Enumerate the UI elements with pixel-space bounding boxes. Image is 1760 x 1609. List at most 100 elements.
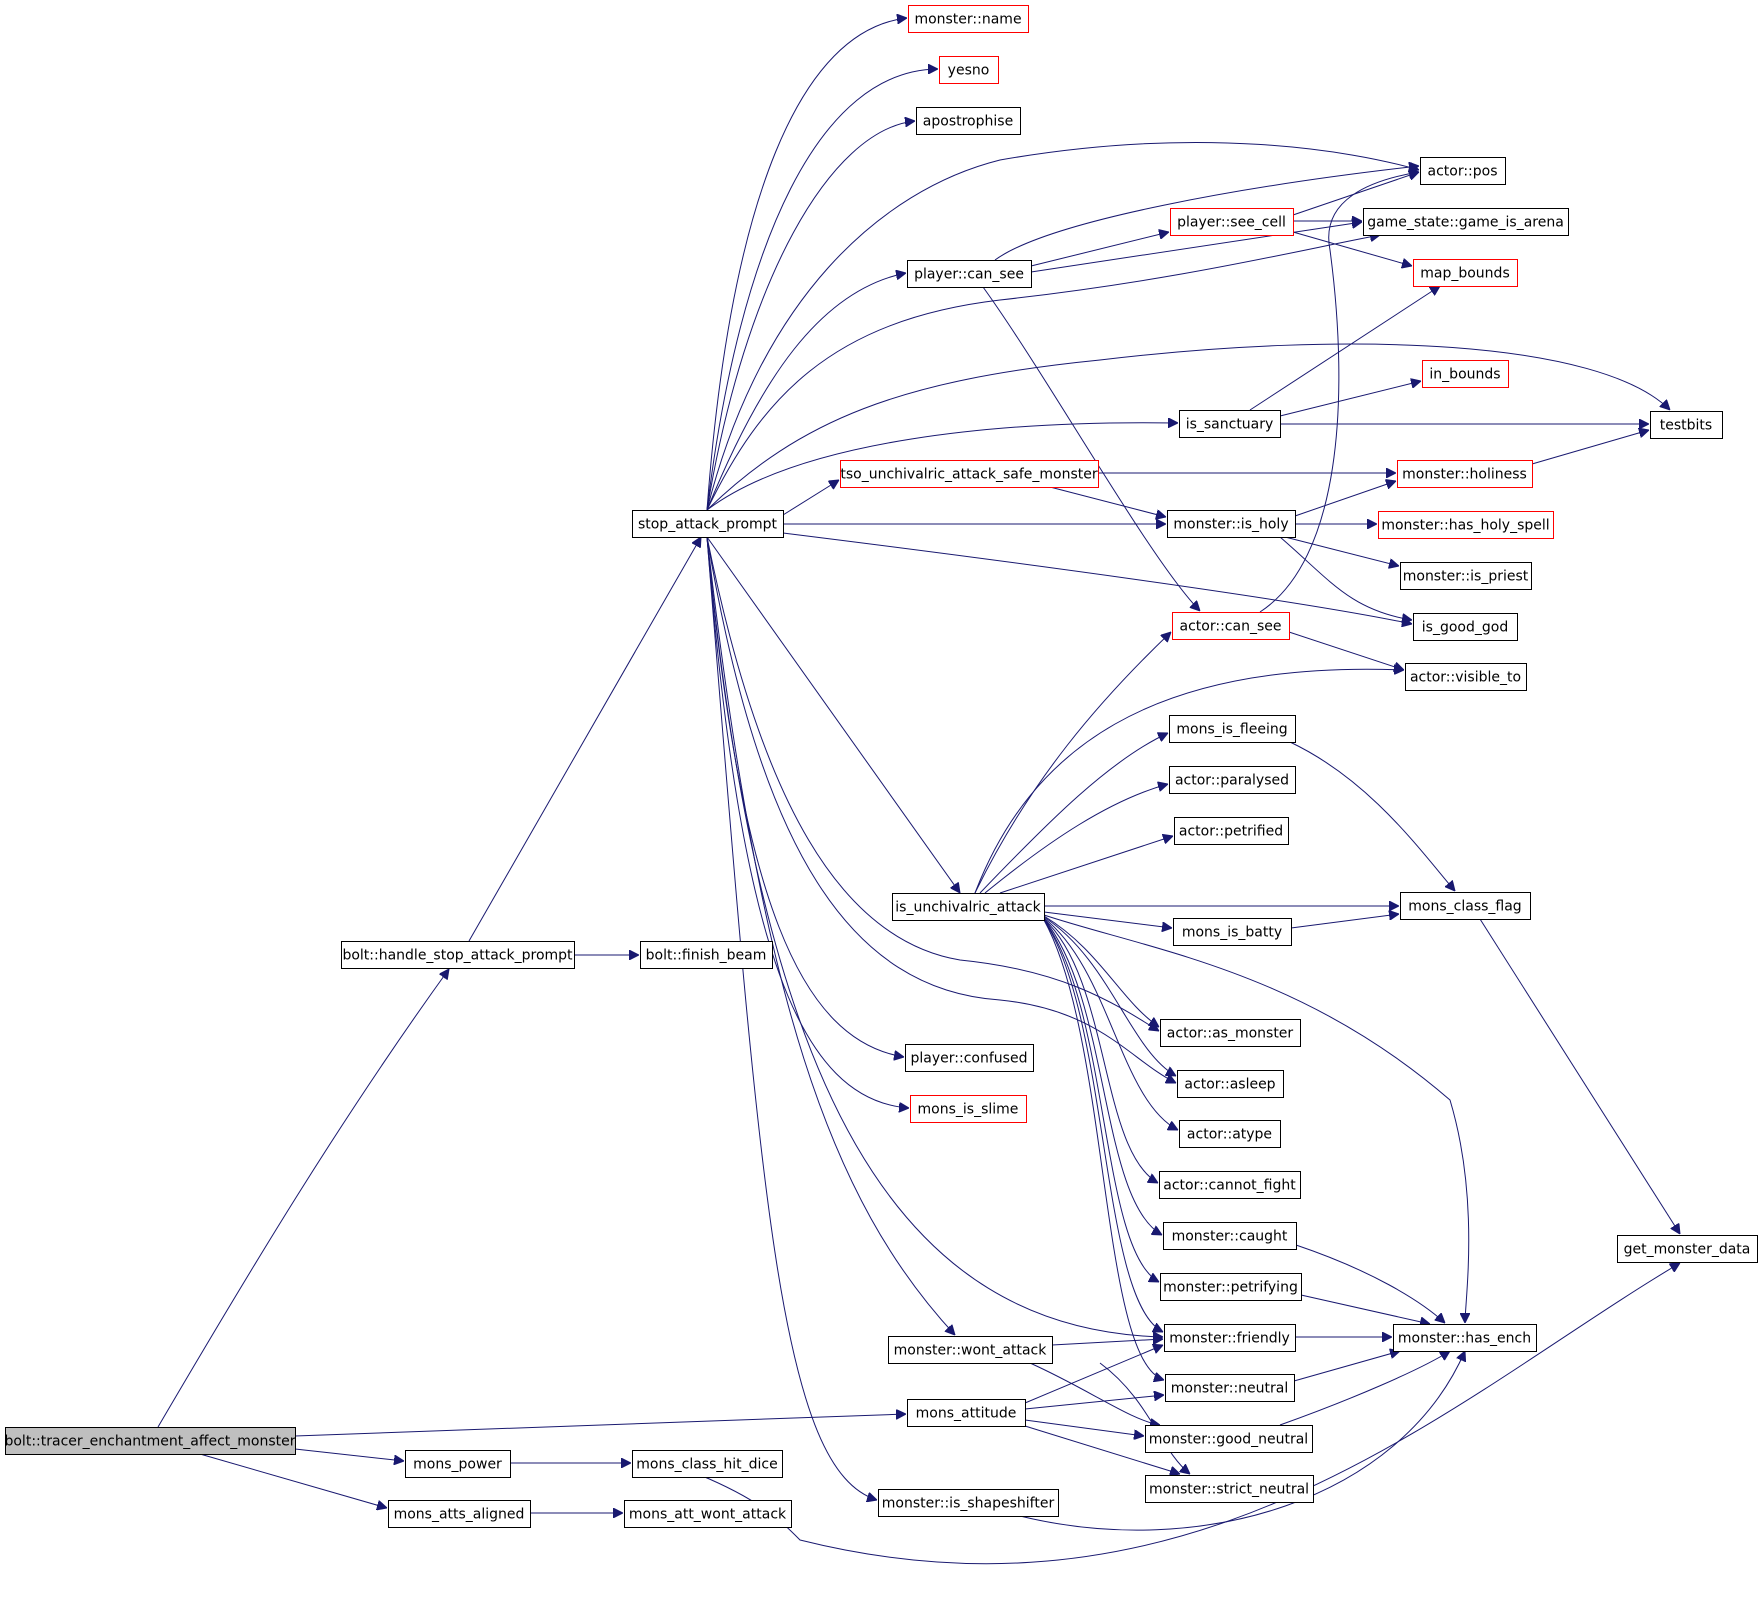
edge-sap-mslime xyxy=(706,536,909,1108)
node-label: bolt::finish_beam xyxy=(646,948,767,964)
node-label: game_state::game_is_arena xyxy=(1367,215,1564,231)
edge-matt-mneutral xyxy=(1024,1395,1164,1410)
node-mcf[interactable]: mons_class_flag xyxy=(1400,892,1531,920)
node-mholi[interactable]: monster::holiness xyxy=(1397,460,1533,488)
node-box xyxy=(1397,460,1533,488)
node-box xyxy=(1174,817,1289,845)
node-box xyxy=(1160,1019,1301,1047)
node-matt[interactable]: mons_attitude xyxy=(907,1399,1026,1427)
node-box xyxy=(1169,715,1296,743)
node-apet[interactable]: actor::petrified xyxy=(1174,817,1289,845)
node-gmd[interactable]: get_monster_data xyxy=(1617,1235,1758,1263)
edge-iua-asleep xyxy=(1043,916,1176,1076)
node-mhhs[interactable]: monster::has_holy_spell xyxy=(1378,511,1554,539)
node-label: actor::pos xyxy=(1427,164,1497,180)
edge-iua-mneutral xyxy=(1043,919,1164,1380)
node-gsarena[interactable]: game_state::game_is_arena xyxy=(1363,208,1569,236)
edge-iua-mflee xyxy=(979,733,1168,894)
node-mcaught[interactable]: monster::caught xyxy=(1163,1222,1297,1250)
node-mneutral[interactable]: monster::neutral xyxy=(1165,1374,1295,1402)
node-hsap[interactable]: bolt::handle_stop_attack_prompt xyxy=(341,941,575,969)
node-pseecell[interactable]: player::see_cell xyxy=(1170,208,1294,236)
node-mpow[interactable]: mons_power xyxy=(405,1450,511,1478)
node-fbeam[interactable]: bolt::finish_beam xyxy=(640,941,773,969)
node-label: monster::strict_neutral xyxy=(1149,1482,1309,1498)
node-mawa[interactable]: mons_att_wont_attack xyxy=(624,1500,792,1528)
node-mwont[interactable]: monster::wont_attack xyxy=(888,1336,1053,1364)
node-box xyxy=(5,1427,296,1455)
node-maa[interactable]: mons_atts_aligned xyxy=(388,1500,531,1528)
node-label: mons_att_wont_attack xyxy=(629,1507,787,1523)
node-apara[interactable]: actor::paralysed xyxy=(1169,766,1296,794)
edge-tso-misholy xyxy=(1049,486,1166,517)
node-mbatty[interactable]: mons_is_batty xyxy=(1173,918,1292,946)
node-box xyxy=(1145,1425,1313,1453)
node-mshape[interactable]: monster::is_shapeshifter xyxy=(878,1489,1059,1517)
node-igg[interactable]: is_good_god xyxy=(1413,613,1518,641)
node-box xyxy=(632,1450,783,1478)
node-box xyxy=(388,1500,531,1528)
edge-acansee-apos2 xyxy=(1259,172,1419,613)
node-asleep[interactable]: actor::asleep xyxy=(1177,1070,1284,1098)
node-box xyxy=(1400,892,1531,920)
node-acansee[interactable]: actor::can_see xyxy=(1172,612,1290,640)
node-mgood[interactable]: monster::good_neutral xyxy=(1145,1425,1313,1453)
node-inb[interactable]: in_bounds xyxy=(1422,360,1509,388)
node-pcansee[interactable]: player::can_see xyxy=(907,260,1032,288)
node-misholy[interactable]: monster::is_holy xyxy=(1167,510,1296,538)
node-label: monster::holiness xyxy=(1402,467,1527,483)
node-mname[interactable]: monster::name xyxy=(908,5,1029,33)
node-issanc[interactable]: is_sanctuary xyxy=(1179,410,1281,438)
node-root[interactable]: bolt::tracer_enchantment_affect_monster xyxy=(4,1427,296,1455)
node-mpetrif[interactable]: monster::petrifying xyxy=(1160,1273,1302,1301)
edge-misholy-mispr xyxy=(1284,536,1399,566)
node-mapb[interactable]: map_bounds xyxy=(1413,259,1518,287)
node-label: mons_attitude xyxy=(916,1406,1017,1422)
edge-mwont-mgood xyxy=(1029,1362,1160,1425)
node-box xyxy=(1173,918,1292,946)
node-tso[interactable]: tso_unchivalric_attack_safe_monster xyxy=(840,460,1099,488)
edge-sap-aasmon xyxy=(706,536,1159,1031)
node-label: player::see_cell xyxy=(1177,215,1286,231)
node-acfight[interactable]: actor::cannot_fight xyxy=(1159,1171,1301,1199)
node-label: monster::has_ench xyxy=(1398,1331,1531,1347)
node-mflee[interactable]: mons_is_fleeing xyxy=(1169,715,1296,743)
edge-iua-mfriend xyxy=(1043,919,1163,1332)
node-mfriend[interactable]: monster::friendly xyxy=(1164,1324,1296,1352)
node-label: monster::petrifying xyxy=(1163,1280,1298,1296)
node-avis[interactable]: actor::visible_to xyxy=(1405,663,1527,691)
node-yesno[interactable]: yesno xyxy=(939,56,999,84)
edge-sap-issanc xyxy=(706,423,1178,511)
node-label: player::can_see xyxy=(914,267,1024,283)
node-pconf[interactable]: player::confused xyxy=(905,1044,1034,1072)
node-box xyxy=(1160,1273,1302,1301)
node-box xyxy=(1179,410,1281,438)
edge-sap-apos xyxy=(706,121,915,511)
node-box xyxy=(1405,663,1527,691)
edge-sap-yesno xyxy=(706,69,938,511)
edge-root-maa xyxy=(199,1453,387,1508)
node-mstrict[interactable]: monster::strict_neutral xyxy=(1145,1475,1314,1503)
node-apos[interactable]: apostrophise xyxy=(916,107,1021,135)
node-box xyxy=(908,5,1029,33)
node-aasmon[interactable]: actor::as_monster xyxy=(1160,1019,1301,1047)
node-sap[interactable]: stop_attack_prompt xyxy=(632,510,784,538)
node-atype[interactable]: actor::atype xyxy=(1179,1120,1281,1148)
edge-pcansee-apos2 xyxy=(994,166,1419,261)
node-box xyxy=(624,1500,792,1528)
node-testbits[interactable]: testbits xyxy=(1650,411,1723,439)
node-box xyxy=(1400,562,1532,590)
node-box xyxy=(1413,613,1518,641)
node-box xyxy=(1169,766,1296,794)
node-label: player::confused xyxy=(911,1051,1028,1067)
node-label: mons_class_hit_dice xyxy=(636,1457,777,1473)
node-mchd[interactable]: mons_class_hit_dice xyxy=(632,1450,783,1478)
node-mispr[interactable]: monster::is_priest xyxy=(1400,562,1532,590)
node-mslime[interactable]: mons_is_slime xyxy=(910,1095,1027,1123)
node-mhench[interactable]: monster::has_ench xyxy=(1393,1324,1537,1352)
node-apos2[interactable]: actor::pos xyxy=(1420,157,1506,185)
edge-root-mpow xyxy=(294,1448,404,1461)
node-iua[interactable]: is_unchivalric_attack xyxy=(892,893,1045,921)
edge-mholi-testbits xyxy=(1531,430,1649,465)
